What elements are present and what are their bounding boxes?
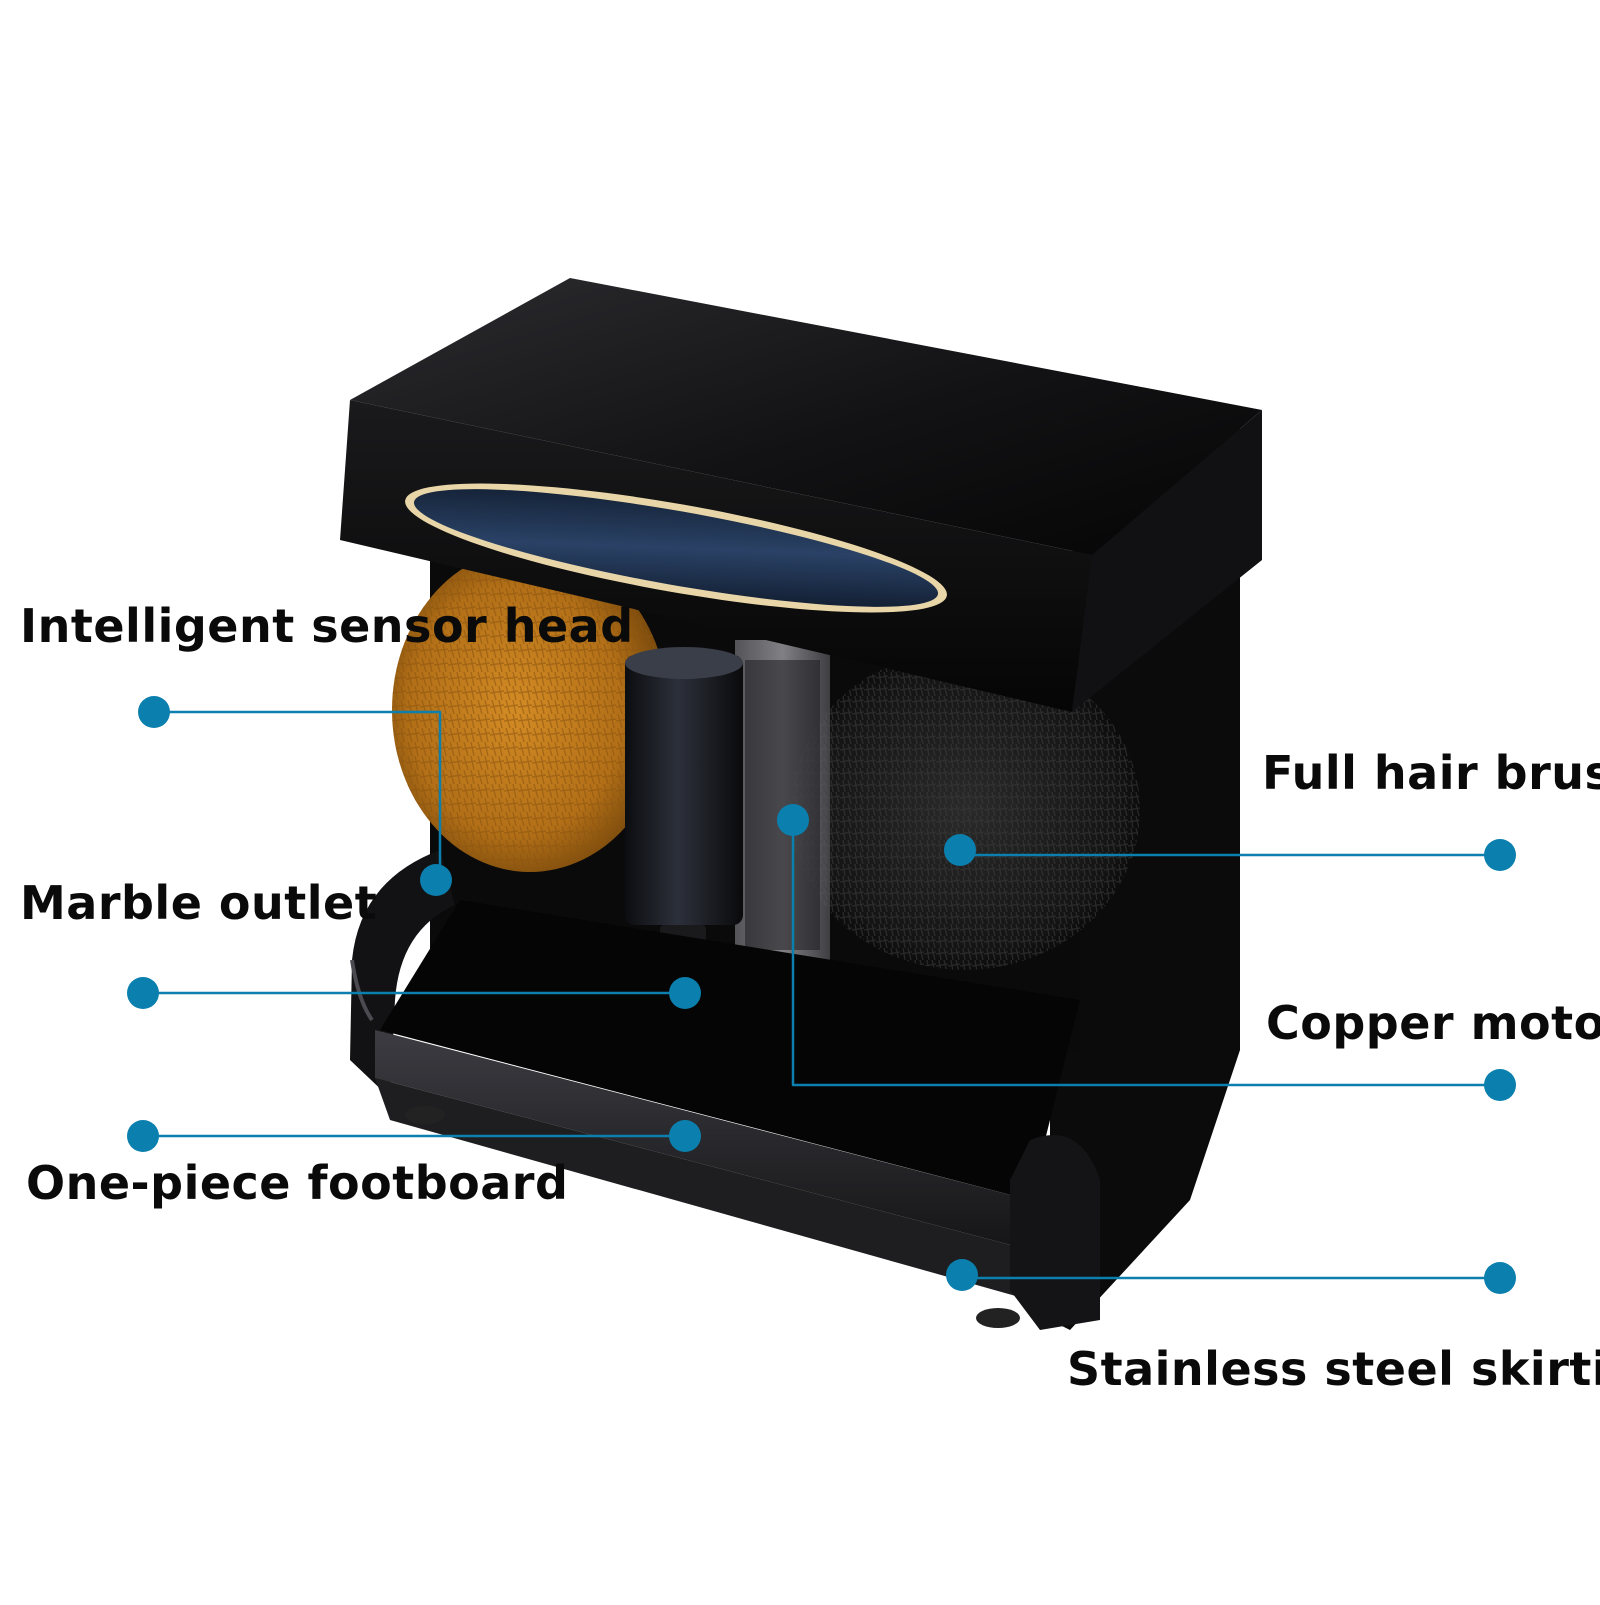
sensor-head (625, 655, 743, 925)
callout-marble-outlet-label: Marble outlet (20, 876, 378, 930)
stainless-skirting (375, 1078, 1030, 1300)
machine-lid-side (1072, 410, 1262, 712)
footboard-surface (380, 900, 1080, 1200)
dot-sensor-left (138, 696, 170, 728)
dot-brush-right (1484, 839, 1516, 871)
machine-lid-top (350, 278, 1262, 555)
callout-sensor-head-label: Intelligent sensor head (20, 599, 634, 653)
dot-brush-left (944, 834, 976, 866)
dot-footboard-right (669, 1120, 701, 1152)
callout-dots (127, 696, 1516, 1294)
dot-marble-left (127, 977, 159, 1009)
callout-hair-brush-label: Full hair brush (1262, 746, 1600, 800)
foot-right (976, 1308, 1020, 1328)
callout-leaders (143, 710, 1500, 1280)
dot-motor-left (777, 804, 809, 836)
footboard-front-edge (375, 1030, 1030, 1250)
foot-left (405, 1106, 445, 1124)
callout-footboard-label: One-piece footboard (26, 1156, 569, 1210)
machine-right-base (1010, 1135, 1100, 1330)
lid-window-glass (413, 489, 939, 607)
leader-copper-motor (791, 820, 1500, 1087)
leader-sensor-head (154, 710, 442, 880)
dot-skirting-right (1484, 1262, 1516, 1294)
callout-skirting-label: Stainless steel skirting (1067, 1342, 1600, 1396)
dot-motor-right (1484, 1069, 1516, 1101)
dot-sensor-right (420, 864, 452, 896)
dot-footboard-left (127, 1120, 159, 1152)
dot-marble-right (669, 977, 701, 1009)
callout-copper-motor-label: Copper motor (1266, 996, 1600, 1050)
dot-skirting-left (946, 1259, 978, 1291)
